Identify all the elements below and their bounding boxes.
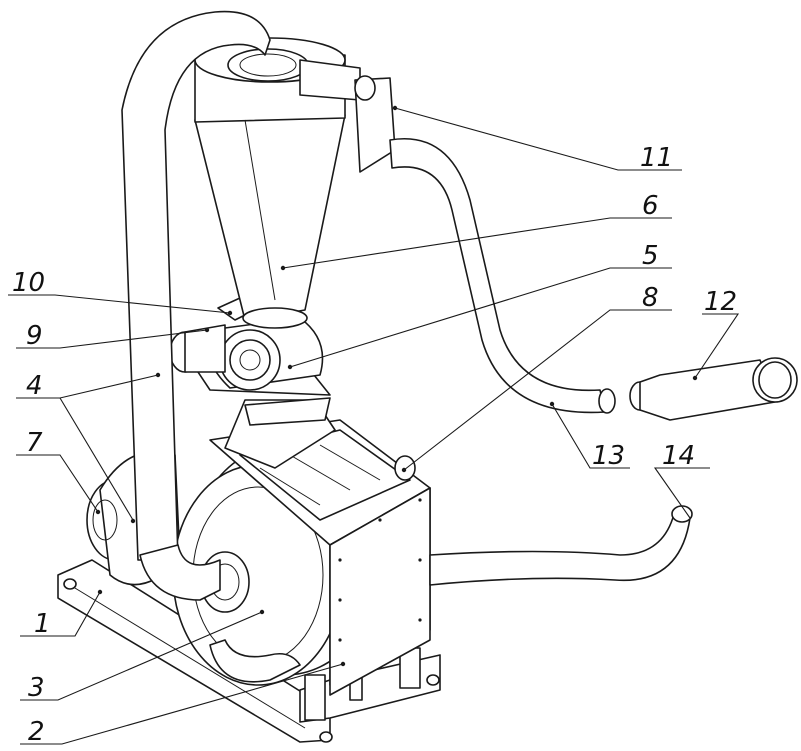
callout-9: 9 xyxy=(26,321,43,351)
base-frame xyxy=(57,559,441,743)
callout-1: 1 xyxy=(34,609,51,639)
callout-14: 14 xyxy=(662,441,695,471)
cyclone xyxy=(194,37,396,329)
callout-8: 8 xyxy=(642,283,659,313)
callout-3: 3 xyxy=(28,673,45,703)
callout-10: 10 xyxy=(12,268,45,298)
callout-5: 5 xyxy=(642,241,659,271)
callout-labels: 1 2 3 4 5 6 7 8 9 10 11 12 13 14 xyxy=(12,143,737,747)
callout-13: 13 xyxy=(592,441,625,471)
callout-lines xyxy=(8,105,740,745)
callout-7: 7 xyxy=(26,428,43,458)
feeder-assembly xyxy=(169,297,336,469)
callout-6: 6 xyxy=(642,191,659,221)
callout-4: 4 xyxy=(26,371,43,401)
callout-12: 12 xyxy=(704,287,737,317)
pipes xyxy=(121,10,798,601)
callout-11: 11 xyxy=(640,143,673,173)
callout-2: 2 xyxy=(28,717,45,747)
